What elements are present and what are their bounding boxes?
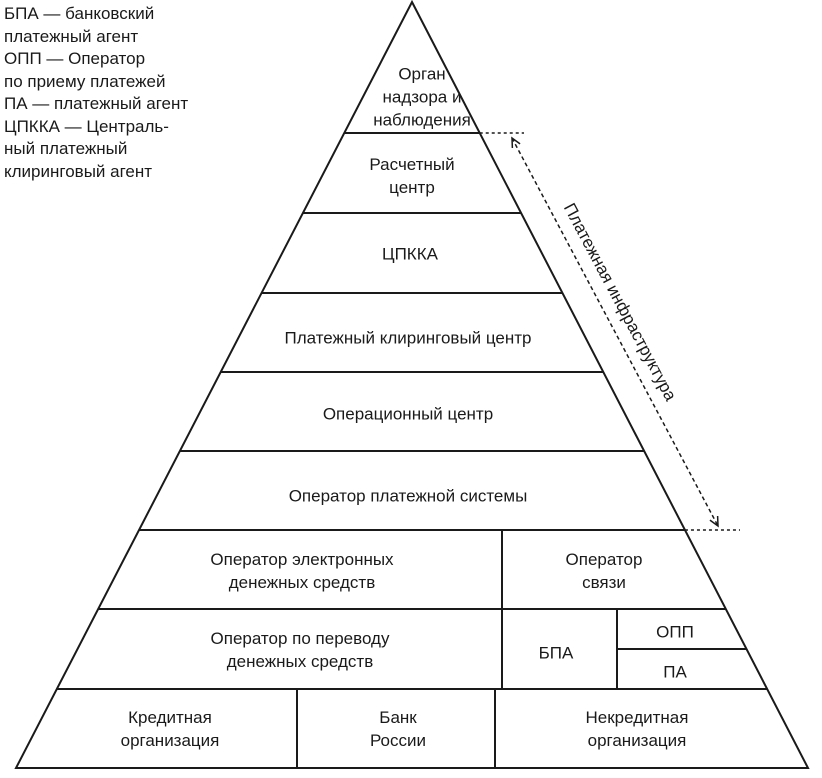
infrastructure-label: Платежная инфраструктура	[560, 200, 681, 404]
level-label-supervisor: надзора и	[383, 88, 462, 107]
level-label-supervisor: Орган	[398, 65, 445, 84]
level-label-payment-system-operator: Оператор платежной системы	[289, 487, 528, 506]
level-label-operational-center: Операционный центр	[323, 405, 493, 424]
level-label-e-money-operator: Оператор электронных	[210, 550, 394, 569]
level-label-clearing-center: Платежный клиринговый центр	[284, 329, 531, 348]
level-label-supervisor: наблюдения	[373, 111, 471, 130]
legend-line: ОПП — Оператор	[4, 49, 146, 68]
level-label-bank-of-russia: России	[370, 731, 426, 750]
level-label-noncredit-org: Некредитная	[586, 708, 689, 727]
level-label-credit-org: Кредитная	[128, 708, 212, 727]
level-label-cpkka: ЦПККА	[382, 245, 439, 264]
legend-line: ПА — платежный агент	[4, 94, 189, 113]
legend-line: по приему платежей	[4, 71, 166, 91]
abbreviations-legend: БПА — банковский платежный агент ОПП — О…	[4, 3, 204, 183]
pyramid-outline	[14, 0, 810, 769]
level-label-credit-org: организация	[121, 731, 220, 750]
level-label-bpa: БПА	[539, 644, 574, 663]
legend-line: ЦПККА — Централь-	[4, 116, 169, 136]
level-label-settlement-center: центр	[389, 178, 435, 197]
legend-line: платежный агент	[4, 26, 139, 46]
level-label-communications-operator: Оператор	[566, 550, 643, 569]
infrastructure-arrow-line	[511, 137, 719, 527]
level-label-settlement-center: Расчетный	[369, 155, 454, 174]
legend-line: клиринговый агент	[4, 161, 153, 181]
legend-line: ный платежный	[4, 139, 128, 158]
level-label-bank-of-russia: Банк	[379, 708, 417, 727]
level-label-noncredit-org: организация	[588, 731, 687, 750]
level-label-money-transfer-operator: денежных средств	[227, 652, 374, 671]
legend-line: БПА — банковский	[4, 4, 155, 23]
level-label-pa: ПА	[663, 663, 687, 682]
level-label-e-money-operator: денежных средств	[229, 573, 376, 592]
level-label-communications-operator: связи	[582, 573, 626, 592]
infrastructure-arrow-head-bottom	[709, 515, 719, 528]
infrastructure-arrow-head-top	[511, 136, 521, 149]
level-label-money-transfer-operator: Оператор по переводу	[211, 629, 390, 648]
level-label-opp: ОПП	[656, 623, 694, 642]
